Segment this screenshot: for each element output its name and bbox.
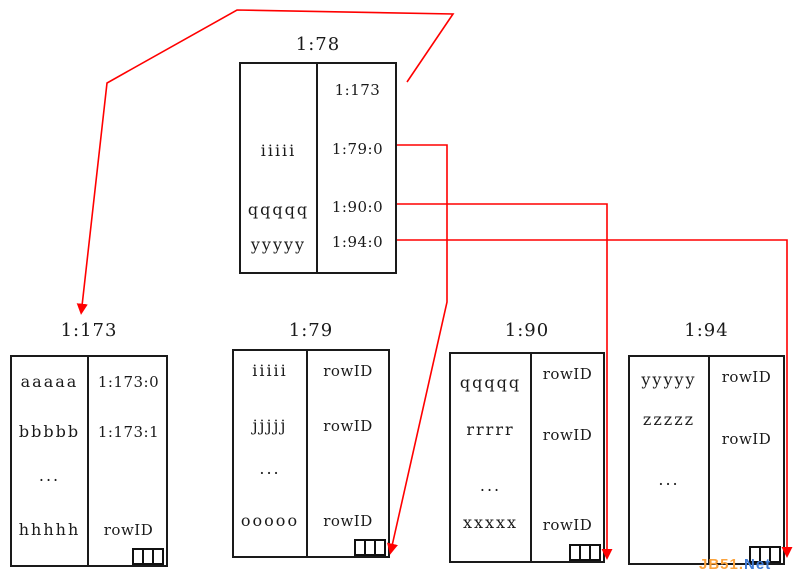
leaf-node-1-90: qqqqq rowID rrrrr rowID ... xxxxx rowID (449, 352, 605, 563)
leaf-key-cell: yyyyy (641, 370, 697, 389)
leaf-node-1-94: yyyyy rowID zzzzz rowID ... (628, 355, 785, 565)
leaf-node-title: 1:173 (60, 320, 118, 341)
leaf-key-cell: jjjjj (252, 416, 288, 435)
leaf-value-cell: rowID (721, 430, 772, 448)
leaf-node-title: 1:79 (288, 320, 334, 341)
leaf-key-cell: ooooo (240, 511, 300, 530)
leaf-node-title: 1:90 (504, 320, 550, 341)
root-key-cell: yyyyy (250, 235, 307, 254)
leaf-value-cell: rowID (323, 417, 373, 435)
leaf-key-cell: rrrrr (466, 420, 515, 439)
leaf-key-cell: aaaaa (20, 372, 79, 391)
leaf-value-cell: rowID (323, 512, 373, 530)
column-divider (708, 357, 710, 563)
root-key-cell: qqqqq (247, 200, 310, 219)
root-node-title: 1:78 (295, 34, 341, 55)
leaf-key-cell: iiiii (252, 361, 288, 380)
page-slots-icon (132, 548, 164, 565)
leaf-ellipsis: ... (38, 466, 61, 485)
leaf-value-cell: rowID (721, 368, 772, 386)
page-slots-icon (749, 546, 781, 563)
leaf-ellipsis: ... (479, 476, 502, 495)
leaf-node-1-79: iiiii rowID jjjjj rowID ... ooooo rowID (232, 349, 390, 558)
column-divider (87, 357, 89, 565)
leaf-value-cell: rowID (542, 365, 593, 383)
leaf-key-cell: zzzzz (642, 410, 696, 429)
watermark-suffix: Net (744, 556, 772, 573)
leaf-value-cell: 1:173:0 (97, 373, 160, 391)
leaf-ellipsis: ... (259, 459, 281, 478)
leaf-key-cell: xxxxx (462, 513, 519, 532)
leaf-value-cell: rowID (542, 426, 593, 444)
leaf-value-cell: rowID (542, 516, 593, 534)
column-divider (306, 351, 308, 556)
leaf-key-cell: qqqqq (459, 373, 522, 392)
leaf-value-cell: rowID (323, 362, 373, 380)
page-slots-icon (569, 544, 601, 561)
root-key-cell: iiiii (260, 141, 297, 160)
leaf-value-cell: 1:173:1 (97, 423, 160, 441)
page-slots-icon (354, 539, 386, 556)
root-pointer-cell: 1:173 (334, 81, 381, 99)
arrow-root-to-1-79 (387, 144, 448, 555)
leaf-node-title: 1:94 (684, 320, 729, 341)
root-node: 1:173 iiiii 1:79:0 qqqqq 1:90:0 yyyyy 1:… (239, 62, 397, 274)
root-pointer-cell: 1:94:0 (331, 233, 384, 251)
leaf-key-cell: hhhhh (18, 520, 81, 539)
leaf-value-cell: rowID (103, 521, 154, 539)
root-pointer-cell: 1:90:0 (331, 198, 384, 216)
watermark: JB51.Net (699, 556, 771, 573)
leaf-node-1-173: aaaaa 1:173:0 bbbbb 1:173:1 ... hhhhh ro… (10, 355, 168, 567)
watermark-prefix: JB51. (699, 556, 745, 573)
root-pointer-cell: 1:79:0 (331, 140, 384, 158)
leaf-ellipsis: ... (658, 470, 680, 489)
leaf-key-cell: bbbbb (18, 422, 81, 441)
